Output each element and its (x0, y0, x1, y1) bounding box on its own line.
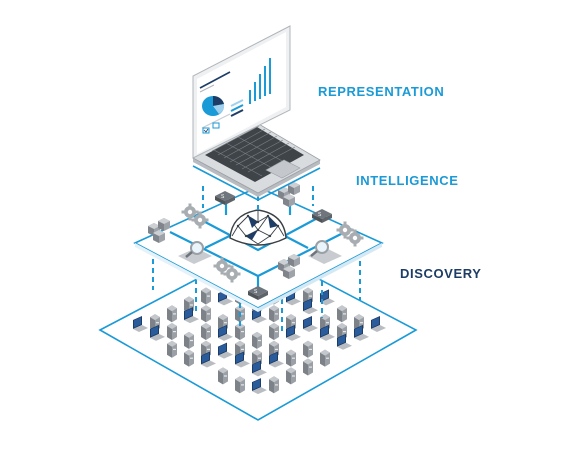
device-server-icon (167, 323, 177, 340)
intelligence-label: INTELLIGENCE (356, 173, 459, 188)
device-server-icon (167, 340, 177, 358)
device-server-icon (218, 367, 228, 385)
device-server-icon (201, 305, 211, 323)
device-server-icon (167, 305, 177, 323)
device-server-icon (286, 349, 296, 367)
screen-dashboard (199, 58, 271, 134)
svg-text:S: S (318, 212, 322, 218)
representation-bracket (192, 165, 321, 201)
intelligence-layer: S S S (133, 182, 384, 312)
server-icon: S (248, 286, 268, 300)
laptop-icon (192, 25, 321, 197)
device-server-icon (337, 305, 347, 323)
intelligence-connectors (202, 186, 314, 210)
device-server-icon (184, 349, 194, 367)
device-server-icon (269, 305, 279, 323)
server-icon: S (215, 191, 235, 205)
svg-text:S: S (254, 289, 258, 295)
device-server-icon (184, 331, 194, 349)
device-server-icon (269, 376, 279, 394)
server-icon: S (312, 209, 332, 223)
magnifier-icon (308, 240, 342, 264)
device-server-icon (286, 367, 296, 385)
device-server-icon (320, 349, 330, 367)
device-server-icon (235, 376, 245, 394)
device-server-icon (269, 323, 279, 340)
discovery-connectors (152, 250, 361, 335)
svg-text:S: S (221, 194, 225, 200)
device-server-icon (201, 323, 211, 340)
network-brain-icon (229, 209, 287, 246)
device-server-icon (252, 331, 262, 349)
magnifier-icon (178, 241, 212, 264)
device-server-icon (201, 287, 211, 305)
device-server-icon (303, 340, 313, 358)
discovery-label: DISCOVERY (400, 266, 482, 281)
device-server-icon (303, 358, 313, 376)
representation-label: REPRESENTATION (318, 84, 445, 99)
